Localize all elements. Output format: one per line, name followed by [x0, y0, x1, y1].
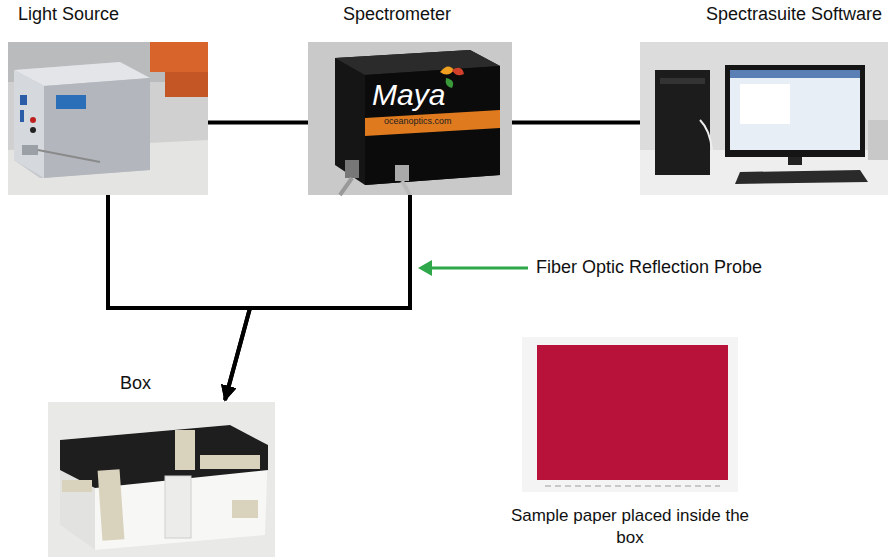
- connector-line: [225, 195, 410, 400]
- caption-text: Sample paper placed inside the box: [495, 505, 765, 549]
- sample-paper-node: Sample paper placed inside the box: [522, 337, 738, 492]
- software-node: Spectrasuite Software: [640, 42, 888, 195]
- light-source-photo: [8, 42, 208, 195]
- spectrometer-photo: [308, 42, 512, 195]
- connector-line: [108, 195, 250, 400]
- light-source-node: Light Source: [8, 42, 208, 195]
- probe-pointer-arrow: [418, 260, 528, 276]
- node-heading: Spectrasuite Software: [706, 3, 882, 25]
- node-heading: Light Source: [18, 3, 119, 25]
- brand-url-text: oceanoptics.com: [384, 116, 452, 126]
- computer-photo: [640, 42, 888, 195]
- probe-label: Fiber Optic Reflection Probe: [536, 257, 762, 278]
- brand-logo-text: Maya: [372, 78, 445, 112]
- node-heading: Spectrometer: [343, 3, 451, 25]
- box-photo: [48, 402, 275, 557]
- sample-paper-photo: [522, 337, 738, 492]
- connector-line: [512, 121, 640, 125]
- box-node: Box: [48, 402, 275, 557]
- node-heading: Box: [120, 372, 151, 394]
- connector-line: [208, 121, 308, 125]
